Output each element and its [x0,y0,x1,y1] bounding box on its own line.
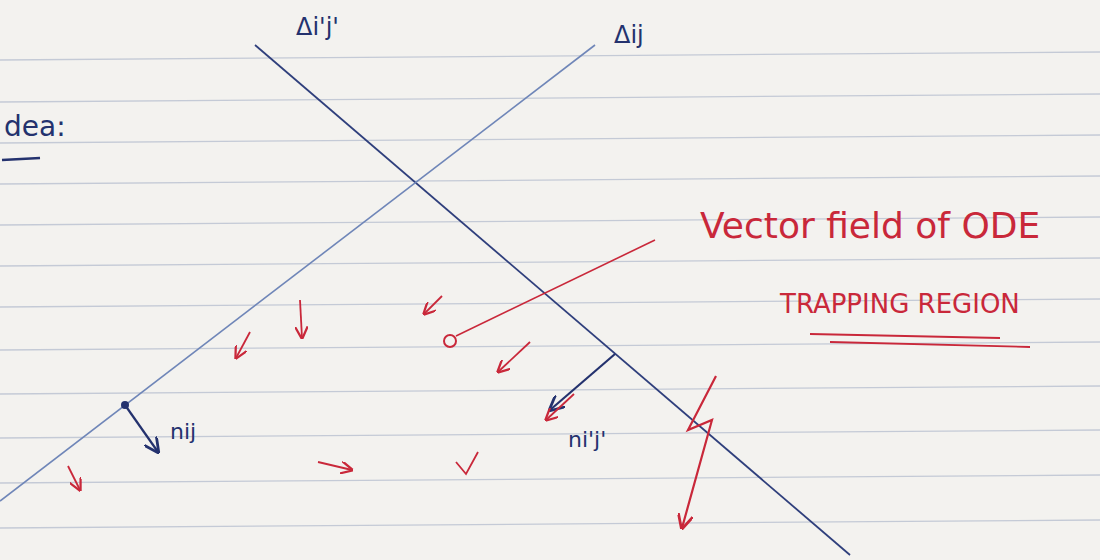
heading-text: dea: [4,112,66,143]
region-note: TRAPPING REGION [780,290,1020,319]
line-label: Δij [614,22,644,48]
normal-label: ni'j' [568,428,606,452]
line-label: Δi'j' [296,14,339,40]
sample-point [444,335,456,347]
ruled-lines [0,52,1100,528]
leader-line [456,240,655,336]
heading-underline [2,158,40,160]
callout-note: Vector field of ODE [700,206,1040,246]
double-underline [810,334,1030,347]
normal-arrow [125,405,158,452]
normal-arrow [550,354,615,410]
line-delta-ij [0,45,595,501]
lightning-arrow [682,376,716,528]
vector-field-arrows [68,296,574,490]
normal-label: nij [170,420,196,444]
line-delta-iprime-jprime [255,45,850,555]
